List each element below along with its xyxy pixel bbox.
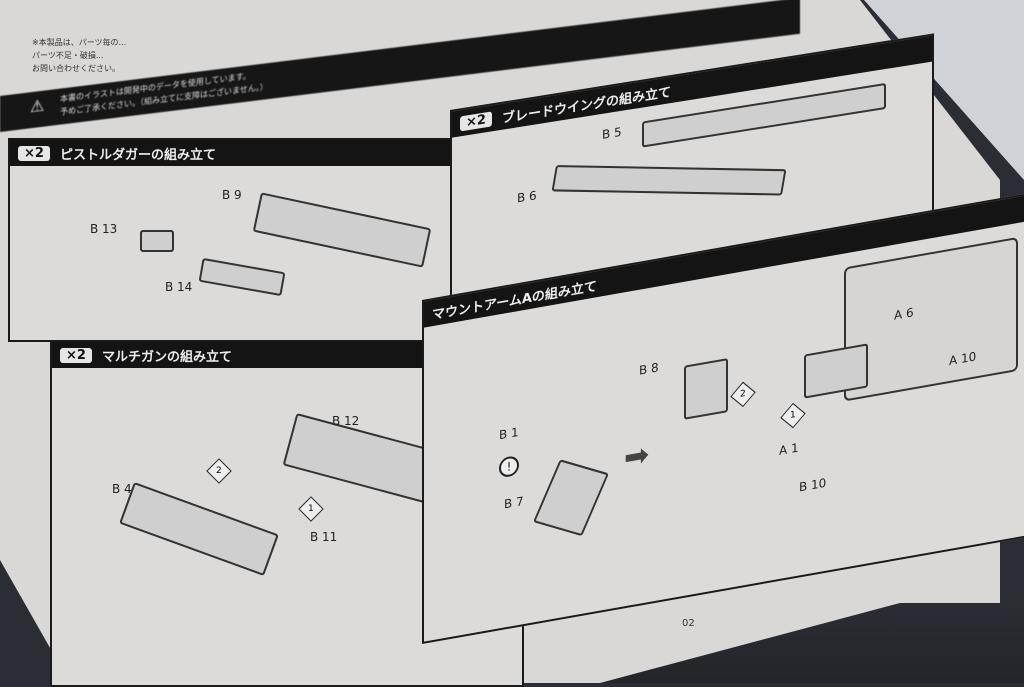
panel-title: マルチガンの組み立て <box>101 349 232 365</box>
part-b14 <box>198 257 286 297</box>
step-marker: 2 <box>730 381 756 408</box>
part-label: B 11 <box>310 530 338 544</box>
blade-part <box>551 165 787 196</box>
dagger-part <box>252 192 432 268</box>
note-line: お問い合わせください。 <box>32 64 120 73</box>
part-label: B 8 <box>639 360 659 378</box>
gun-part <box>119 481 279 577</box>
part-b13 <box>140 230 174 252</box>
step-marker: 1 <box>780 402 806 429</box>
part-label: B 12 <box>332 414 360 428</box>
part-label: B 6 <box>517 188 537 206</box>
panel-pistol-dagger: ×2 ピストルダガーの組み立て B 9 B 13 B 14 <box>8 138 452 342</box>
note-line: ※本製品は、パーツ毎の... <box>32 38 127 47</box>
part-label: B 13 <box>90 222 118 236</box>
part-label: B 10 <box>799 475 827 495</box>
detail-callout <box>844 236 1018 402</box>
part-label: B 1 <box>499 424 519 443</box>
part-label: B 14 <box>165 280 193 294</box>
gun-part <box>282 412 446 506</box>
part-label: B 7 <box>504 494 524 512</box>
notice-icon: ! <box>499 454 519 479</box>
warning-triangle-icon: ⚠ <box>30 95 45 117</box>
part-b8 <box>684 358 728 420</box>
part-b7 <box>533 459 609 537</box>
quantity-badge: ×2 <box>60 347 92 363</box>
part-label: B 5 <box>602 124 622 142</box>
part-label: B 4 <box>112 482 132 496</box>
part-label: A 1 <box>779 440 799 459</box>
quantity-badge: ×2 <box>18 145 50 161</box>
quantity-badge: ×2 <box>460 110 492 131</box>
panel-header: ×2 ピストルダガーの組み立て <box>10 140 450 166</box>
top-note: ※本製品は、パーツ毎の... パーツ不足・破損... お問い合わせください。 <box>32 36 552 75</box>
step-marker: 2 <box>206 458 232 484</box>
arrow-right-icon: ➡ <box>624 436 650 477</box>
panel-title: ピストルダガーの組み立て <box>59 147 216 163</box>
step-marker: 1 <box>298 496 324 522</box>
part-label: B 9 <box>222 188 242 202</box>
note-line: パーツ不足・破損... <box>32 51 104 60</box>
page-number: 02 <box>682 618 695 629</box>
